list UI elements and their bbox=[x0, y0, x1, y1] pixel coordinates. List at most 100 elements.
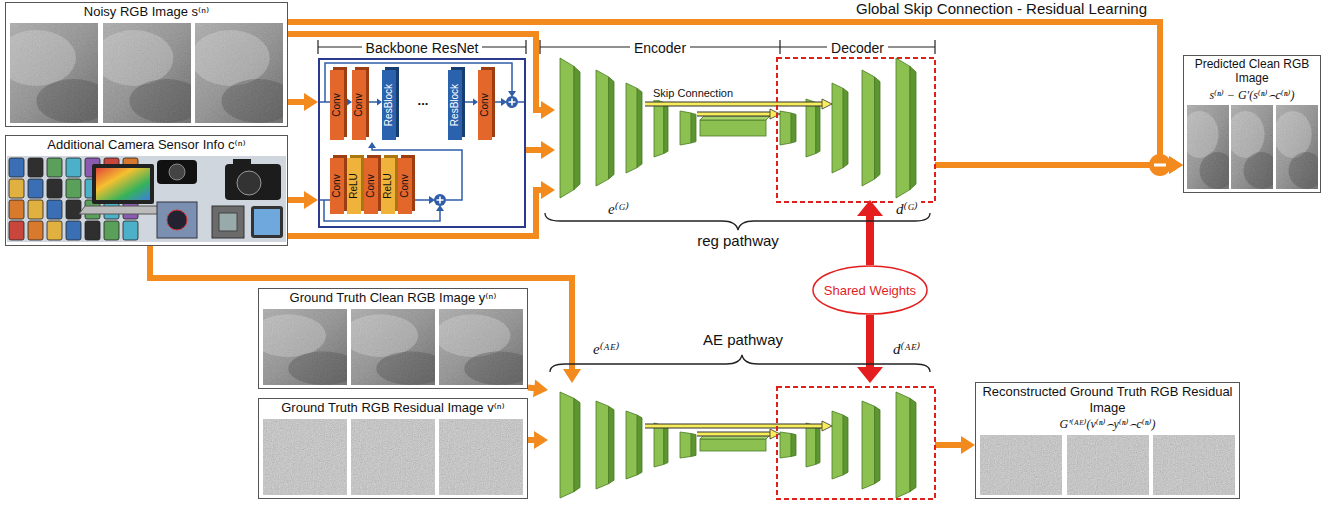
formula: s⁽ⁿ⁾ − G′(s⁽ⁿ⁾⌢c⁽ⁿ⁾) bbox=[1184, 87, 1320, 103]
tile-noise bbox=[980, 435, 1062, 495]
phone bbox=[47, 221, 62, 240]
connector bbox=[528, 431, 548, 449]
image-panel: Ground Truth RGB Residual Image v⁽ⁿ⁾ bbox=[258, 398, 528, 499]
panel-title: Additional Camera Sensor Info c⁽ⁿ⁾ bbox=[6, 136, 287, 154]
phone bbox=[66, 200, 81, 219]
sensor-die bbox=[219, 213, 237, 231]
layer-block: Conv bbox=[330, 70, 344, 140]
sensor-chip bbox=[212, 206, 244, 238]
unet-slab bbox=[832, 411, 848, 479]
phone bbox=[9, 158, 24, 177]
layer-label: ResBlock bbox=[449, 84, 461, 126]
unet-slab bbox=[626, 83, 642, 173]
tile-noise bbox=[439, 309, 523, 385]
network-block: Backbone ResNetConvConvResBlockResBlockC… bbox=[318, 58, 526, 228]
unet-slab bbox=[596, 70, 614, 186]
tile-base bbox=[263, 309, 347, 385]
skip-arrow bbox=[645, 426, 824, 434]
skip-arrow bbox=[645, 104, 824, 114]
tile-base bbox=[351, 419, 435, 495]
phone bbox=[9, 221, 24, 240]
formula: G′⁽ᴬᴱ⁾(v⁽ⁿ⁾⌢y⁽ⁿ⁾⌢c⁽ⁿ⁾) bbox=[976, 416, 1239, 432]
connector bbox=[935, 156, 1183, 174]
picture-row bbox=[976, 433, 1239, 498]
layer-label: Conv bbox=[353, 93, 365, 116]
tile-base bbox=[103, 23, 191, 123]
image-panel: Noisy RGB Image s⁽ⁿ⁾ bbox=[5, 2, 288, 127]
tile-noise bbox=[1153, 435, 1235, 495]
ellipse-node: Shared Weights bbox=[812, 265, 928, 315]
rotate-wrap: ReLU bbox=[348, 173, 360, 199]
arrow-head bbox=[563, 369, 581, 383]
layer-label: Conv bbox=[479, 93, 491, 116]
unet-slab bbox=[896, 392, 916, 498]
tile-noise bbox=[263, 419, 347, 495]
arrow-head bbox=[961, 436, 975, 454]
unet-slab bbox=[560, 392, 580, 498]
annotation: e⁽ᴳ⁾ bbox=[605, 200, 632, 218]
residual-tile bbox=[439, 419, 523, 495]
annotation: e⁽ᴬᴱ⁾ bbox=[590, 340, 622, 358]
unet-slab bbox=[560, 58, 580, 198]
layer-label: Conv bbox=[331, 93, 343, 116]
layer-label: Conv bbox=[399, 174, 411, 197]
camera-body bbox=[157, 160, 197, 184]
connector bbox=[526, 141, 555, 159]
rotate-wrap: ResBlock bbox=[383, 84, 395, 126]
arrow-head bbox=[1169, 156, 1183, 174]
label-wrap: ... bbox=[398, 91, 448, 109]
image-panel: Ground Truth Clean RGB Image y⁽ⁿ⁾ bbox=[258, 288, 528, 389]
connector bbox=[288, 22, 1183, 174]
unet-slab bbox=[780, 432, 796, 458]
tile-noise bbox=[351, 309, 435, 385]
header-wrap: Backbone ResNet bbox=[318, 39, 526, 57]
network-block: AE pathway bbox=[548, 383, 935, 500]
skip-arrow-head bbox=[770, 109, 780, 119]
unet-slab bbox=[680, 432, 696, 458]
connector-line bbox=[935, 442, 965, 448]
layer-block: ReLU bbox=[347, 158, 361, 214]
phone bbox=[47, 158, 62, 177]
tile-base bbox=[439, 309, 523, 385]
sum-node bbox=[506, 96, 518, 108]
unet-slab bbox=[862, 401, 880, 489]
image-panel: Additional Camera Sensor Info c⁽ⁿ⁾ bbox=[5, 135, 288, 246]
label-wrap: d⁽ᴬᴱ⁾ bbox=[890, 340, 945, 358]
connector-line bbox=[288, 34, 545, 110]
image-tile bbox=[351, 309, 435, 385]
annotation: reg pathway bbox=[694, 232, 782, 250]
image-panel: Reconstructed Ground Truth RGB Residual … bbox=[975, 382, 1240, 499]
rotate-wrap: Conv bbox=[479, 93, 491, 116]
layer-block: Conv bbox=[352, 70, 366, 140]
network-block: EncoderDecoder bbox=[555, 58, 935, 200]
laptop-screen bbox=[92, 164, 154, 204]
unet-slab bbox=[806, 99, 820, 157]
camera-collage bbox=[7, 156, 286, 242]
panel-title: Predicted Clean RGB Image bbox=[1184, 56, 1320, 87]
laptop-base bbox=[79, 206, 167, 214]
tile-noise bbox=[1231, 105, 1273, 189]
tile-base bbox=[195, 23, 283, 123]
label-wrap: Skip Connection bbox=[650, 83, 745, 101]
residual-tile bbox=[263, 419, 347, 495]
skip-arrow bbox=[645, 426, 824, 434]
phone bbox=[66, 179, 81, 198]
annotation: d⁽ᴬᴱ⁾ bbox=[890, 340, 923, 358]
unet-slab bbox=[780, 111, 796, 145]
arrow-head bbox=[304, 191, 318, 209]
phone bbox=[28, 158, 43, 177]
unet-slab bbox=[806, 423, 820, 467]
layer-label: ReLU bbox=[348, 173, 360, 199]
connector bbox=[857, 200, 883, 265]
annotation: d⁽ᴳ⁾ bbox=[893, 200, 921, 218]
label-wrap: e⁽ᴬᴱ⁾ bbox=[590, 340, 645, 358]
phone bbox=[28, 200, 43, 219]
skip-arrow bbox=[645, 104, 824, 114]
residual-tile bbox=[351, 419, 435, 495]
rotate-wrap: Conv bbox=[399, 174, 411, 197]
tile-noise bbox=[103, 23, 191, 123]
wire-arrow-head bbox=[368, 142, 376, 148]
unet-slab bbox=[832, 83, 848, 173]
tile-noise bbox=[439, 419, 523, 495]
connector-line bbox=[866, 315, 874, 372]
